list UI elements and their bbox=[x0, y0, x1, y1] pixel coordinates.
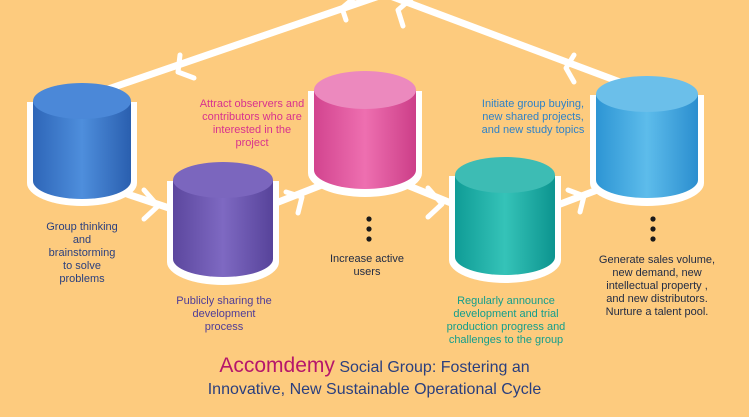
step-label-increase-users: Increase active users bbox=[330, 253, 404, 278]
step-label-group-buying: Initiate group buying, new shared projec… bbox=[481, 98, 585, 136]
cylinder-attract-observers bbox=[308, 71, 422, 197]
diagram-caption-line2: Innovative, New Sustainable Operational … bbox=[207, 381, 542, 398]
cylinder-public-sharing bbox=[167, 162, 279, 285]
diagram-caption-line1: Accomdemy Social Group: Fostering an bbox=[0, 354, 749, 378]
cylinder-generate-sales bbox=[590, 76, 704, 206]
step-label-group-thinking: Group thinking and brainstorming to solv… bbox=[46, 221, 118, 285]
caption-subtitle: Social Group: Fostering an bbox=[334, 359, 530, 376]
step-arrow-icon bbox=[141, 185, 587, 222]
step-label-regular-announce: Regularly announce development and trial… bbox=[446, 295, 566, 346]
cylinder-group-thinking bbox=[27, 83, 137, 206]
step-label-attract-observers: Attract observers and contributors who a… bbox=[199, 98, 305, 149]
step-label-generate-sales: Generate sales volume, new demand, new i… bbox=[598, 254, 716, 318]
cylinder-regular-announce bbox=[449, 157, 561, 283]
step-label-public-sharing: Publicly sharing the development process bbox=[176, 295, 272, 333]
ellipsis-icon bbox=[650, 216, 656, 242]
return-connector bbox=[81, 0, 664, 101]
return-arrow-icon bbox=[175, 0, 577, 85]
ellipsis-icon bbox=[366, 216, 372, 242]
brand-name: Accomdemy bbox=[219, 354, 335, 377]
